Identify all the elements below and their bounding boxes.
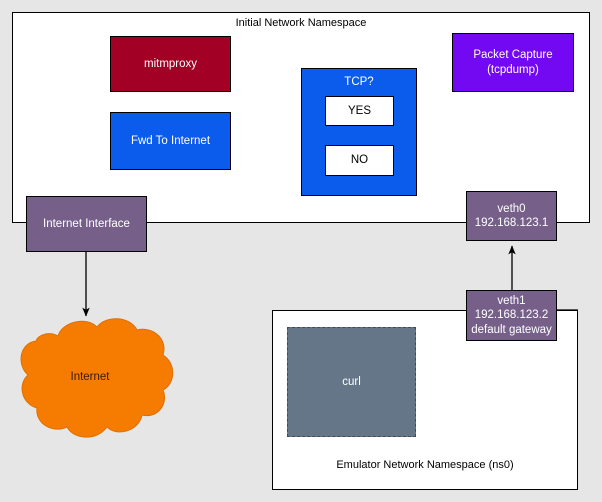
node-veth1-label-name: veth1 — [497, 295, 526, 308]
node-fwd-to-internet[interactable]: Fwd To Internet — [110, 112, 231, 170]
node-curl-label: curl — [342, 375, 361, 388]
node-internet-label: Internet — [70, 371, 110, 383]
node-veth0-label-ip: 192.168.123.1 — [474, 217, 549, 229]
node-yes-branch[interactable]: YES — [325, 96, 394, 126]
node-yes-branch-label: YES — [347, 104, 371, 117]
node-packet-capture[interactable]: Packet Capture (tcpdump) — [452, 33, 574, 92]
node-mitmproxy-label: mitmproxy — [143, 57, 198, 70]
node-veth1[interactable]: veth1 192.168.123.2 default gateway — [466, 290, 557, 341]
node-packet-capture-label-line1: Packet Capture — [473, 49, 553, 62]
node-veth1-label-gateway: default gateway — [471, 323, 552, 336]
node-tcp-decision[interactable]: TCP? — [301, 68, 417, 196]
node-veth1-label-ip: 192.168.123.2 — [474, 309, 549, 322]
node-veth0[interactable]: veth0 192.168.123.1 — [466, 191, 557, 241]
internet-cloud-shape — [20, 318, 174, 438]
node-no-branch[interactable]: NO — [325, 145, 394, 176]
node-veth0-label-name: veth0 — [497, 202, 526, 215]
node-no-branch-label: NO — [350, 154, 369, 167]
node-curl[interactable]: curl — [287, 327, 416, 437]
node-internet-interface-label: Internet Interface — [43, 217, 130, 230]
emulator-namespace-title: Emulator Network Namespace (ns0) — [336, 459, 514, 471]
node-internet-interface[interactable]: Internet Interface — [26, 196, 147, 252]
node-fwd-to-internet-label: Fwd To Internet — [130, 134, 211, 147]
node-mitmproxy[interactable]: mitmproxy — [110, 36, 231, 92]
node-tcp-decision-label: TCP? — [344, 76, 374, 88]
node-packet-capture-label-line2: (tcpdump) — [487, 63, 539, 76]
initial-namespace-title: Initial Network Namespace — [235, 17, 367, 29]
